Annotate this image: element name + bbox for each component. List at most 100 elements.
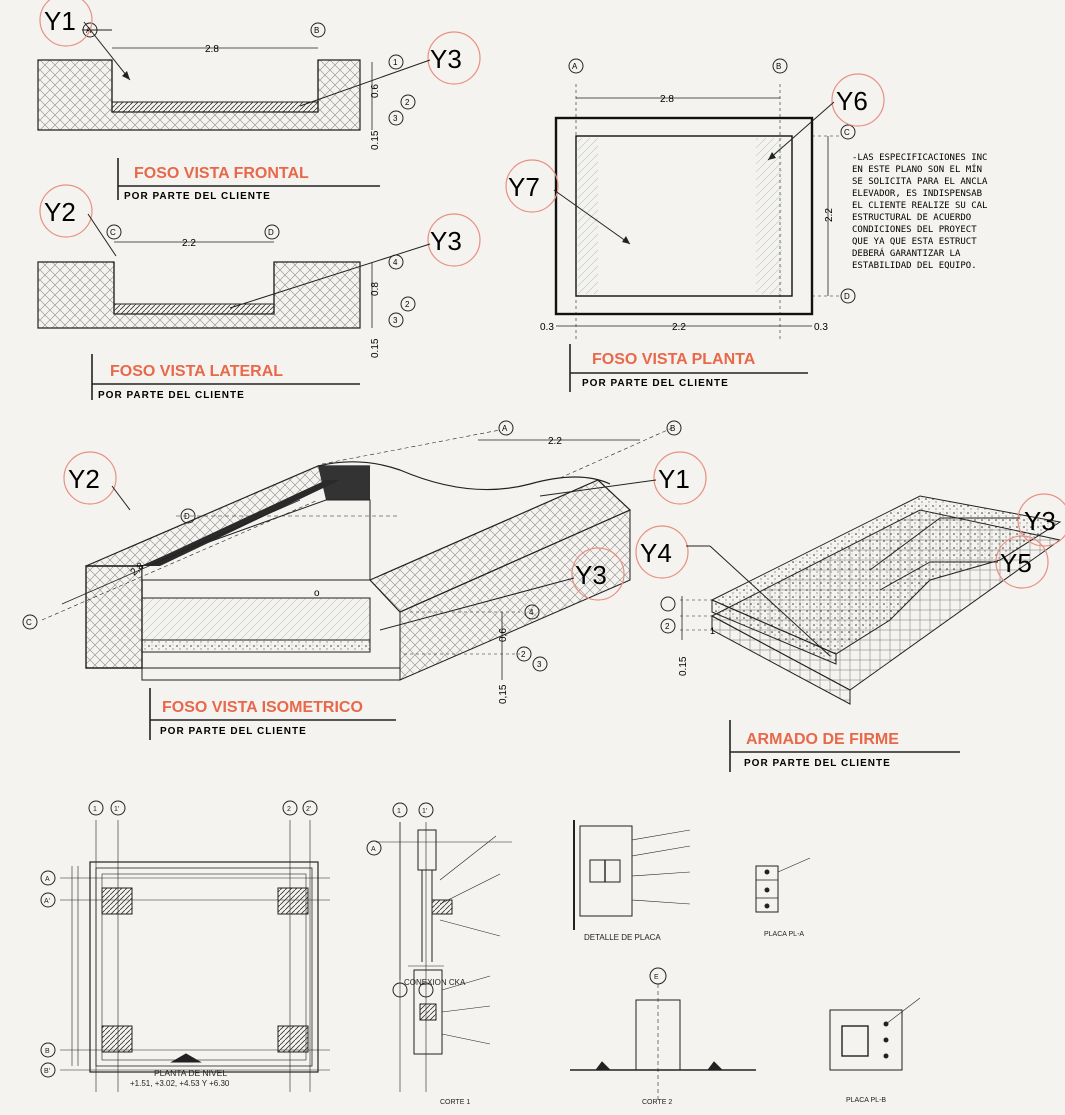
svg-text:B: B <box>314 26 319 35</box>
iso-slab-face <box>141 639 371 653</box>
svg-text:B': B' <box>44 1068 50 1075</box>
title-lateral: FOSO VISTA LATERAL <box>110 363 283 380</box>
tag-y3-frontal: Y3 <box>430 44 462 74</box>
title-isometrico: FOSO VISTA ISOMETRICO <box>162 699 363 716</box>
svg-text:2: 2 <box>287 806 291 813</box>
iso-floor-strip <box>141 667 401 681</box>
plan-view: 2.8 A B 2.2 C D 0.3 2.2 0.3 Y7 Y6 FOSO V… <box>505 58 885 392</box>
iso-dark-lining <box>142 480 340 566</box>
corte1-title: CORTE 1 <box>440 1099 470 1106</box>
firme-concrete-layer <box>710 495 1062 655</box>
svg-text:ELEVADOR, ES INDISPENSAB: ELEVADOR, ES INDISPENSAB <box>852 189 982 199</box>
svg-text:0.15: 0.15 <box>678 656 689 676</box>
section-1 <box>392 822 491 1092</box>
plan-dim-top: 2.8 <box>660 94 674 105</box>
frontal-axis-b <box>310 22 326 38</box>
svg-text:1: 1 <box>393 58 398 67</box>
svg-text:DEBERÁ GARANTIZAR LA: DEBERÁ GARANTIZAR LA <box>852 247 961 259</box>
svg-text:-LAS ESPECIFICACIONES INC: -LAS ESPECIFICACIONES INC <box>852 153 987 163</box>
svg-text:0,6: 0,6 <box>498 628 509 642</box>
frontal-view: 2.8 A B 0.6 0.15 1 2 3 Y1 Y3 FOSO VISTA … <box>37 0 481 202</box>
svg-text:2: 2 <box>405 300 410 309</box>
frontal-dim-depth: 0.6 <box>370 84 381 98</box>
svg-text:3: 3 <box>393 114 398 123</box>
svg-text:1': 1' <box>422 808 427 815</box>
tag-y5: Y5 <box>1000 548 1032 578</box>
svg-text:3: 3 <box>393 316 398 325</box>
svg-text:C: C <box>26 618 32 627</box>
level-plan-detail <box>40 800 330 1092</box>
svg-text:0,15: 0,15 <box>498 684 509 704</box>
svg-text:2: 2 <box>405 98 410 107</box>
frontal-level-3 <box>388 110 404 126</box>
tag-y3-firme: Y3 <box>1024 506 1056 536</box>
frontal-axis-a <box>82 22 98 38</box>
iso-back-wall <box>318 466 370 500</box>
plan-strip-right <box>756 138 782 294</box>
specification-note: -LAS ESPECIFICACIONES INC EN ESTE PLANO … <box>852 153 988 271</box>
frontal-pit-void <box>113 60 317 101</box>
subtitle-frontal: POR PARTE DEL CLIENTE <box>124 191 271 202</box>
lateral-view: 2.2 C D 0.8 0.15 4 2 3 Y2 Y3 FOSO VISTA … <box>37 184 481 401</box>
svg-text:D: D <box>844 292 850 301</box>
tag-y1-iso: Y1 <box>658 464 690 494</box>
svg-text:A: A <box>86 26 92 35</box>
svg-text:A': A' <box>44 898 50 905</box>
section-2 <box>570 967 756 1100</box>
plan-dim-bottom-mid: 2.2 <box>672 322 686 333</box>
svg-text:0.8: 0.8 <box>370 282 381 296</box>
svg-text:A: A <box>572 62 578 71</box>
svg-text:ESTRUCTURAL DE ACUERDO: ESTRUCTURAL DE ACUERDO <box>852 213 971 223</box>
frontal-dim-slab: 0.15 <box>370 130 381 150</box>
subtitle-armado: POR PARTE DEL CLIENTE <box>744 758 891 769</box>
plate-detail <box>573 820 691 930</box>
slab-reinforcement-view: 2 0.15 1 Y4 Y3 Y5 ARMADO DE FIRME POR PA… <box>635 493 1065 772</box>
svg-text:CONDICIONES DEL PROYECT: CONDICIONES DEL PROYECT <box>852 225 977 235</box>
svg-text:2: 2 <box>665 622 670 631</box>
plan-strip-left <box>578 138 598 294</box>
lateral-dim-width: 2.2 <box>182 238 196 249</box>
iso-dim-22: 2.2 <box>548 436 562 447</box>
subtitle-isometrico: POR PARTE DEL CLIENTE <box>160 726 307 737</box>
subtitle-planta: POR PARTE DEL CLIENTE <box>582 378 729 389</box>
frontal-slab <box>111 101 319 113</box>
tag-y4: Y4 <box>640 538 672 568</box>
svg-text:B: B <box>776 62 781 71</box>
title-frontal: FOSO VISTA FRONTAL <box>134 165 309 182</box>
svg-text:4: 4 <box>393 258 398 267</box>
tag-y3-lateral: Y3 <box>430 226 462 256</box>
tag-y3-iso: Y3 <box>575 560 607 590</box>
plan-dim-bottom-left: 0.3 <box>540 322 554 333</box>
svg-text:C: C <box>110 228 116 237</box>
plate-pl-a <box>755 857 811 913</box>
svg-text:QUE YA QUE ESTA ESTRUCT: QUE YA QUE ESTA ESTRUCT <box>852 237 977 247</box>
tag-y2-iso: Y2 <box>68 464 100 494</box>
svg-text:D: D <box>268 228 274 237</box>
frontal-level-1 <box>388 54 404 70</box>
title-armado: ARMADO DE FIRME <box>746 731 899 748</box>
iso-center-mark: o <box>314 588 320 599</box>
svg-text:1: 1 <box>710 626 715 636</box>
svg-text:A: A <box>45 876 50 883</box>
svg-text:1': 1' <box>114 806 119 813</box>
conexion-title: CONEXION CKA <box>404 978 466 987</box>
tag-y1-frontal: Y1 <box>44 6 76 36</box>
svg-text:2': 2' <box>306 806 311 813</box>
iso-inner-side <box>141 499 371 581</box>
subtitle-lateral: POR PARTE DEL CLIENTE <box>98 390 245 401</box>
lateral-axis-c <box>106 224 122 240</box>
frontal-dim-width: 2.8 <box>205 44 219 55</box>
planta-nivel-levels: +1.51, +3.02, +4.53 Y +6.30 <box>130 1079 230 1088</box>
svg-text:D: D <box>184 512 190 521</box>
iso-ground-curve <box>317 461 611 491</box>
svg-text:SE SOLICITA PARA EL ANCLA: SE SOLICITA PARA EL ANCLA <box>852 177 988 187</box>
svg-text:4: 4 <box>529 608 534 617</box>
iso-pit-front-face <box>141 597 371 641</box>
svg-text:2: 2 <box>521 650 526 659</box>
svg-text:EN ESTE PLANO SON EL MÍN: EN ESTE PLANO SON EL MÍN <box>852 163 982 175</box>
tag-y2-lateral: Y2 <box>44 197 76 227</box>
svg-text:A: A <box>371 846 376 853</box>
firme-grid-side <box>711 615 851 705</box>
